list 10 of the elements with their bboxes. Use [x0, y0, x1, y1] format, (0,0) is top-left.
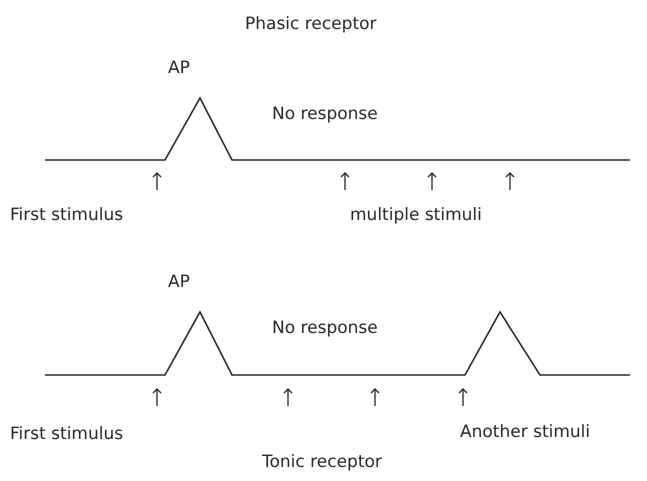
- stimulus-label: Another stimuli: [460, 422, 590, 442]
- annotation: No response: [272, 104, 378, 124]
- annotation: No response: [272, 318, 378, 338]
- peak-label: AP: [168, 272, 190, 292]
- stimulus-label: First stimulus: [10, 424, 124, 444]
- stimulus-label: First stimulus: [10, 205, 124, 225]
- peak-label: AP: [168, 58, 190, 78]
- title: Phasic receptor: [245, 14, 377, 34]
- stimulus-label: multiple stimuli: [350, 205, 482, 225]
- caption: Tonic receptor: [262, 452, 382, 472]
